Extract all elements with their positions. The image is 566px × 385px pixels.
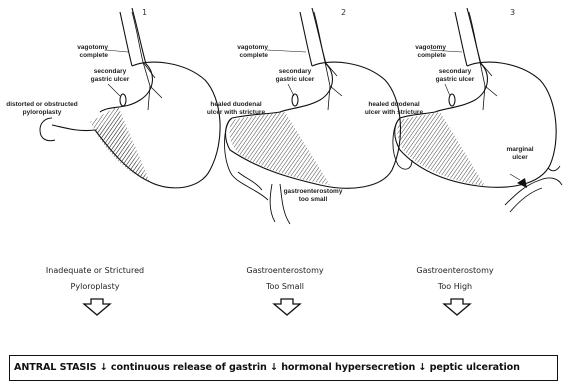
panel-2-ulcer-label: secondary gastric ulcer xyxy=(265,68,325,83)
panel-1-caption-line2: Pyloroplasty xyxy=(40,282,150,291)
panel-3-marginal-ulcer-mark xyxy=(517,178,527,188)
summary-text: ANTRAL STASIS ↓ continuous release of ga… xyxy=(14,362,520,373)
panel-3-vagotomy-label: vagotomy complete xyxy=(386,44,446,59)
panel-1-caption-line1: Inadequate or Strictured xyxy=(40,266,150,275)
panel-1-number: 1 xyxy=(142,8,147,17)
panel-1-ulcer-label: secondary gastric ulcer xyxy=(80,68,140,83)
panel-2-down-arrow-icon xyxy=(272,298,302,316)
panel-2-duodenal-ulcer-label: healed duodenal ulcer with stricture xyxy=(200,101,272,116)
panel-2-vagotomy-label: vagotomy complete xyxy=(208,44,268,59)
panel-1-stomach xyxy=(40,8,220,188)
panel-2-gastroenterostomy-label: gastroenterostomy too small xyxy=(275,188,351,203)
panel-2-caption-line1: Gastroenterostomy xyxy=(230,266,340,275)
panel-1-down-arrow-icon xyxy=(82,298,112,316)
summary-box: ANTRAL STASIS ↓ continuous release of ga… xyxy=(9,355,558,381)
panel-1-pyloroplasty-label: distorted or obstructed pyloroplasty xyxy=(2,101,82,116)
panel-3-caption-line1: Gastroenterostomy xyxy=(400,266,510,275)
panel-3-down-arrow-icon xyxy=(442,298,472,316)
panel-3-caption-line2: Too High xyxy=(400,282,510,291)
panel-2-number: 2 xyxy=(341,8,346,17)
panel-3-ulcer-label: secondary gastric ulcer xyxy=(425,68,485,83)
panel-2-caption-line2: Too Small xyxy=(230,282,340,291)
panel-3-duodenal-ulcer-label: healed duodenal ulcer with stricture xyxy=(358,101,430,116)
panel-3-marginal-ulcer-label: marginal ulcer xyxy=(500,146,540,161)
panel-1-vagotomy-label: vagotomy complete xyxy=(48,44,108,59)
panel-3-number: 3 xyxy=(510,8,515,17)
